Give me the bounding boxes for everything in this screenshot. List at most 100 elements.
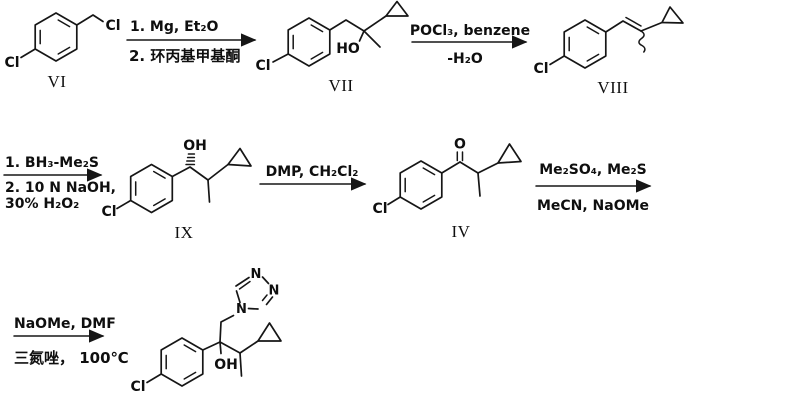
- benzene-double-bond: [422, 194, 436, 203]
- conditions-below: 2. 环丙基甲基酮: [129, 47, 240, 65]
- reaction-arrow-4: DMP, CH₂Cl₂: [259, 164, 367, 191]
- carbonyl-double-bond: [456, 151, 464, 162]
- cyclopropyl-bond: [239, 340, 259, 354]
- benzene-double-bond: [152, 170, 166, 179]
- structure-vi: Cl Cl VI: [4, 12, 121, 91]
- structure-iv: Cl O IV: [372, 137, 522, 241]
- benzene-hexagon: [34, 12, 78, 62]
- cyclopropyl-ring: [661, 6, 684, 24]
- triazole-edge: [247, 307, 259, 310]
- methyl-bond: [207, 179, 211, 203]
- reaction-arrow-3: 1. BH₃-Me₂S 2. 10 N NaOH, 30% H₂O₂: [3, 155, 116, 212]
- triazole-double-bond: [261, 294, 268, 302]
- ho-label: HO: [336, 41, 360, 57]
- benzene-double-bond: [57, 46, 71, 55]
- methyl-bond: [239, 352, 243, 377]
- structure-product: N N N Cl OH: [130, 267, 282, 395]
- conditions-below: -H₂O: [447, 51, 483, 67]
- benzene-double-bond: [586, 53, 600, 62]
- conditions-above: 1. BH₃-Me₂S: [5, 155, 99, 171]
- triazole-edge: [235, 290, 241, 304]
- c-oh-bond: [358, 30, 365, 42]
- compound-label-iv: IV: [452, 222, 471, 241]
- compound-label-ix: IX: [175, 223, 194, 242]
- benzene-hexagon: [129, 163, 174, 214]
- benzene-double-bond: [57, 19, 71, 28]
- n-label: N: [236, 302, 247, 317]
- stereo-hash-bond: [185, 153, 196, 166]
- cl-label: Cl: [130, 379, 145, 395]
- ring-chain-bond: [201, 341, 221, 351]
- n-label: N: [251, 267, 262, 282]
- conditions-above: Me₂SO₄, Me₂S: [539, 162, 647, 178]
- triazole-ring: N N N: [235, 267, 280, 317]
- cyclopropyl-bond: [477, 162, 499, 174]
- reaction-arrow-6: NaOMe, DMF 三氮唑， 100℃: [13, 316, 129, 367]
- conditions-above: 1. Mg, Et₂O: [130, 19, 218, 35]
- compound-label-viii: VIII: [597, 78, 628, 97]
- ch2-triazole-bond: [219, 314, 235, 343]
- conditions-below: 三氮唑， 100℃: [14, 349, 129, 367]
- conditions-above: POCl₃, benzene: [410, 23, 530, 39]
- benzene-double-bond: [183, 344, 197, 353]
- structure-vii: Cl HO VII: [255, 0, 409, 95]
- benzene-double-bond: [152, 198, 166, 207]
- cl-label: Cl: [4, 55, 19, 71]
- compound-label-vii: VII: [328, 76, 353, 95]
- o-label: O: [454, 137, 466, 153]
- benzene-double-bond: [422, 167, 436, 176]
- cyclopropyl-bond: [363, 15, 387, 32]
- triazole-edge: [235, 276, 250, 287]
- methyl-bond: [363, 30, 381, 48]
- cyclopropyl-ring: [497, 143, 522, 164]
- conditions-below: MeCN, NaOMe: [537, 198, 649, 214]
- triazole-double-bond: [238, 280, 251, 290]
- cyclopropyl-ring: [257, 322, 282, 342]
- n-label: N: [269, 284, 280, 299]
- triazole-edge: [265, 296, 274, 306]
- cl-bond: [146, 373, 163, 384]
- cyclopropyl-ring: [385, 0, 409, 17]
- triazole-edge: [261, 276, 270, 285]
- compound-label-vi: VI: [48, 72, 67, 91]
- reaction-arrow-2: POCl₃, benzene -H₂O: [410, 23, 530, 67]
- reaction-arrow-1: 1. Mg, Et₂O 2. 环丙基甲基酮: [126, 19, 257, 65]
- benzene-ring: [129, 163, 174, 214]
- benzene-ring: [160, 337, 204, 387]
- conditions-below-1: 2. 10 N NaOH,: [5, 180, 116, 196]
- benzene-double-bond: [586, 26, 600, 35]
- chain-bond: [171, 166, 209, 181]
- ch2cl-bond: [75, 14, 104, 26]
- cl-label: Cl: [255, 58, 270, 74]
- cl-bond: [549, 55, 566, 66]
- cl-label: Cl: [105, 18, 120, 34]
- squiggle-methyl-bond: [638, 30, 646, 53]
- cl-label: Cl: [372, 201, 387, 217]
- benzene-double-bond: [310, 24, 324, 33]
- cl-bond: [116, 199, 132, 210]
- vinyl-double-bond: [625, 16, 642, 27]
- cl-bond: [387, 196, 402, 206]
- reaction-arrow-5: Me₂SO₄, Me₂S MeCN, NaOMe: [535, 162, 652, 214]
- cl-label: Cl: [533, 61, 548, 77]
- carbonyl-chain-bond: [440, 161, 461, 174]
- chain-bond: [459, 161, 479, 174]
- conditions-above: NaOMe, DMF: [14, 316, 116, 332]
- benzene-double-bond: [183, 371, 197, 380]
- cyclopropyl-ring: [227, 147, 252, 167]
- benzene-hexagon: [160, 337, 204, 387]
- benzene-hexagon: [287, 17, 331, 67]
- conditions-below-2: 30% H₂O₂: [5, 196, 79, 212]
- benzene-hexagon: [399, 160, 443, 210]
- oh-label: OH: [183, 138, 207, 154]
- benzene-ring: [34, 12, 78, 62]
- vinyl-bond: [604, 20, 642, 33]
- benzene-ring: [563, 19, 607, 69]
- methyl-bond: [477, 172, 481, 197]
- cyclopropyl-bond: [640, 21, 663, 32]
- structure-ix: Cl OH IX: [101, 138, 252, 242]
- benzene-double-bond: [310, 51, 324, 60]
- c-oh-bond: [219, 341, 222, 355]
